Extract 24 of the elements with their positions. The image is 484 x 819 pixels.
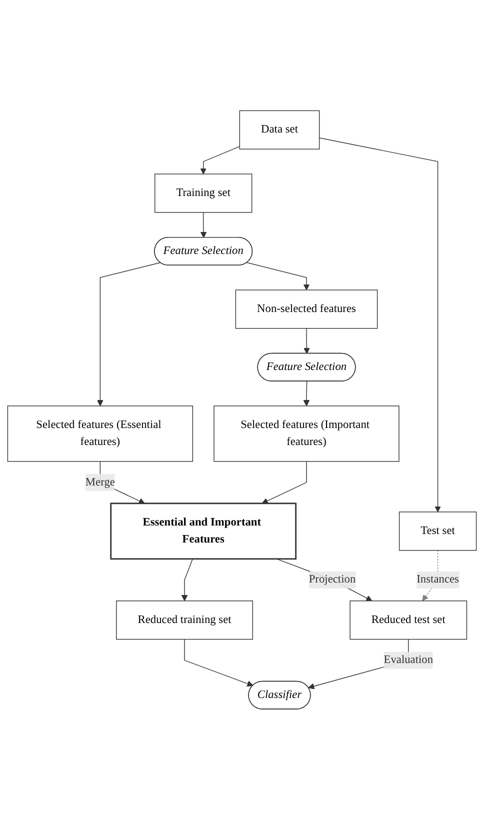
arrow: [304, 328, 310, 354]
arrow: [303, 380, 310, 406]
node-box: Selected features (Important features): [214, 405, 400, 462]
node-box: Data set: [239, 110, 320, 150]
arrow: [97, 262, 161, 406]
edge-label: Instances: [416, 573, 459, 586]
node-box: Reduced test set: [350, 600, 468, 640]
arrow: [318, 137, 441, 512]
arrow: [276, 558, 372, 601]
arrow: [200, 146, 240, 174]
arrow: [184, 638, 254, 686]
arrow: [246, 262, 310, 290]
edge-label: Evaluation: [384, 654, 434, 666]
edge-label: Merge: [85, 476, 115, 488]
node-box: Training set: [154, 173, 252, 212]
arrow: [200, 212, 207, 238]
node-box: Non-selected features: [235, 289, 378, 328]
node-box: Essential and Important Features: [110, 502, 297, 560]
arrow: [262, 460, 307, 504]
node-box: Reduced training set: [116, 600, 253, 640]
node-box: Selected features (Essential features): [7, 405, 194, 462]
edge-label: Projection: [308, 573, 356, 586]
node-box: Test set: [398, 511, 477, 550]
arrow: [181, 558, 193, 601]
